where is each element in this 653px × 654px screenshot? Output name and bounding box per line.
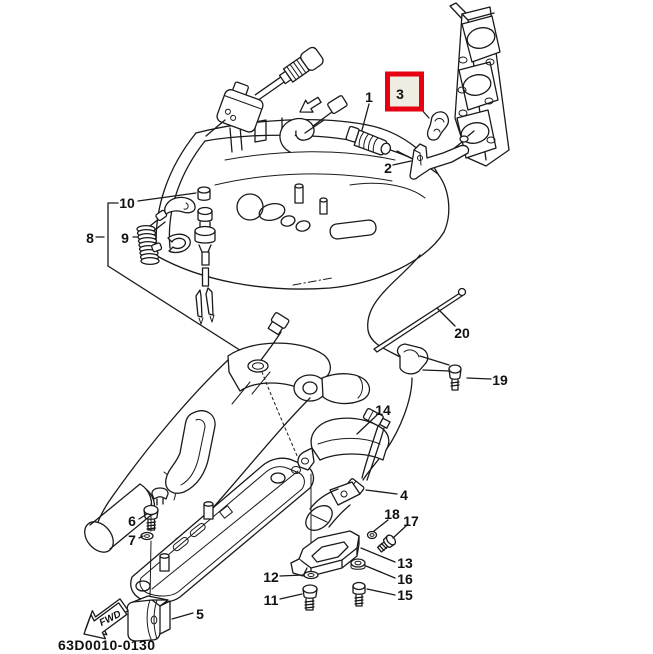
callout-4[interactable]: 4 [400, 487, 408, 503]
cover-boot-part14 [297, 408, 391, 481]
mount-bracket-part13 [290, 473, 360, 577]
fuel-hose [279, 95, 348, 153]
stop-switch [194, 206, 216, 325]
lock-knob-assembly-part4 [305, 478, 365, 531]
tilt-knob [151, 487, 169, 506]
callout-14[interactable]: 14 [375, 402, 391, 418]
lanyard-snap-hook [164, 196, 196, 215]
highlight-box[interactable]: 3 [385, 71, 424, 112]
wire-grommet-part5 [126, 591, 171, 642]
intake-manifold-plate [449, 2, 510, 167]
hose-clip-arrow-icon [299, 96, 322, 113]
cable-tie-part20 [373, 287, 467, 353]
lanyard-clip [167, 233, 191, 254]
callout-16[interactable]: 16 [397, 571, 413, 587]
callout-15[interactable]: 15 [397, 587, 413, 603]
mounting-plate [130, 457, 315, 604]
callout-12[interactable]: 12 [263, 569, 279, 585]
washer-part7 [140, 531, 154, 541]
handle-grip [84, 471, 177, 553]
steering-boss [293, 374, 327, 402]
part-code: 63D0010-0130 [58, 637, 155, 653]
callout-19[interactable]: 19 [492, 372, 508, 388]
callout-5[interactable]: 5 [196, 606, 204, 622]
leader-lines [138, 103, 430, 620]
callout-3[interactable]: 3 [396, 86, 404, 102]
washer-part18 [366, 530, 378, 540]
callout-labels: 1 2 4 5 6 7 8 9 10 11 12 13 14 15 16 17 … [86, 89, 508, 622]
nut-part16 [350, 558, 366, 570]
highlight-fill [387, 74, 422, 109]
remote-cable-connector [205, 46, 324, 137]
screw-part6 [143, 503, 159, 602]
washer-part12 [303, 570, 319, 580]
callout-20[interactable]: 20 [454, 325, 470, 341]
callout-2[interactable]: 2 [384, 160, 392, 176]
callout-6[interactable]: 6 [128, 513, 136, 529]
callout-10[interactable]: 10 [119, 195, 135, 211]
callout-1[interactable]: 1 [365, 89, 373, 105]
wire-plug [260, 312, 290, 361]
screw-part19 [448, 364, 492, 391]
callout-11[interactable]: 11 [264, 592, 279, 608]
callout-7[interactable]: 7 [128, 532, 136, 548]
bottom-cowling [155, 117, 450, 290]
engine-stop-switch-assembly [95, 186, 258, 362]
tiller-handle [84, 277, 371, 553]
callout-13[interactable]: 13 [397, 555, 413, 571]
callout-9[interactable]: 9 [121, 230, 129, 246]
screw-part11 [302, 584, 318, 611]
callout-8[interactable]: 8 [86, 230, 94, 246]
throttle-lever-bracket-part2 [409, 143, 470, 180]
callout-18[interactable]: 18 [384, 506, 400, 522]
steering-arm [321, 373, 371, 405]
callout-17[interactable]: 17 [403, 513, 419, 529]
highlight-border [385, 71, 424, 112]
carry-handle [165, 410, 216, 494]
choke-link-hook-part3 [426, 111, 450, 141]
cable-clamp [396, 343, 451, 375]
bolt-part15 [352, 581, 366, 607]
cable-joint-part1 [345, 125, 430, 168]
